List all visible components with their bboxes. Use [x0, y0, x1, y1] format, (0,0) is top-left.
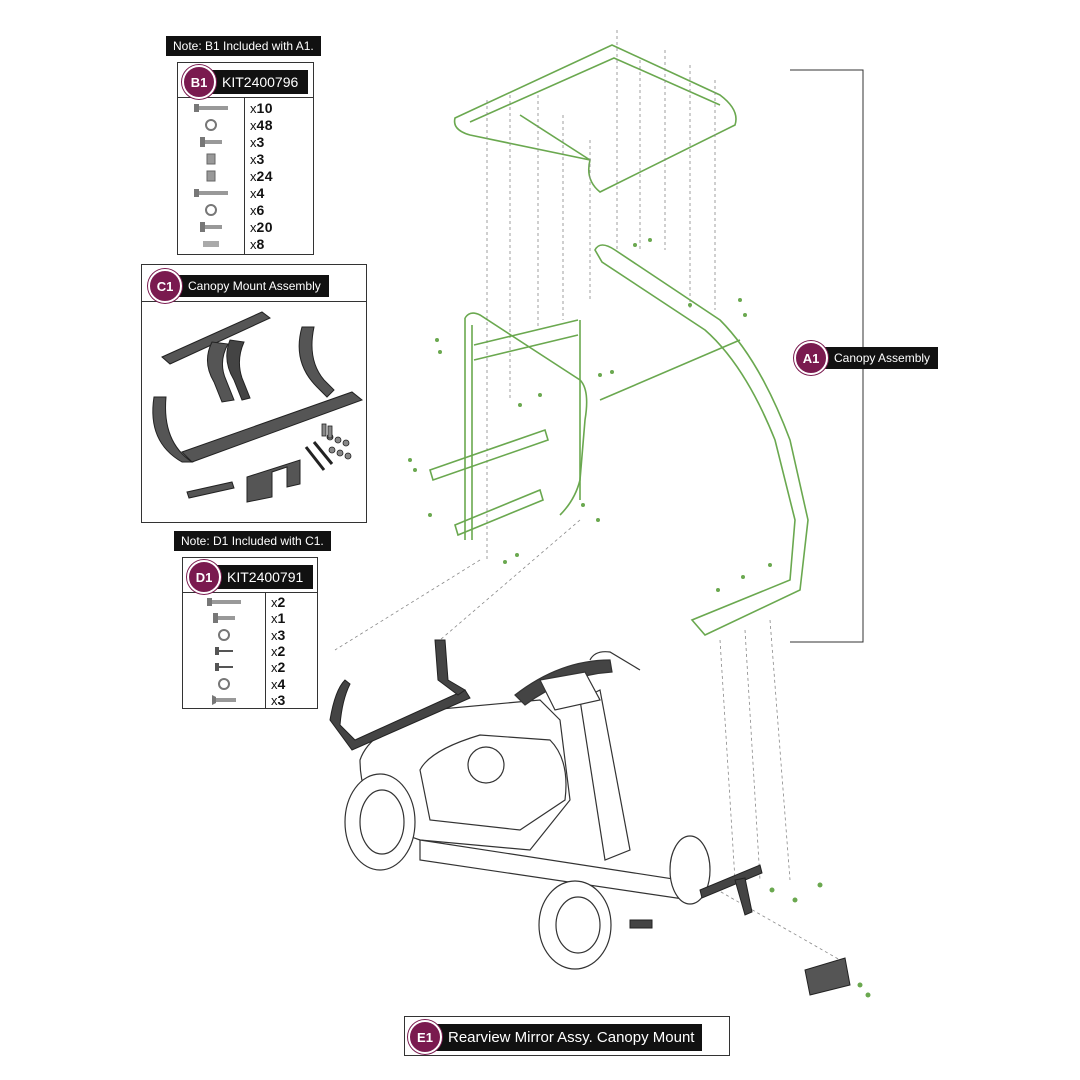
hardware-row: x6 — [178, 201, 313, 218]
mount-plate-small — [186, 481, 235, 499]
washer-icon — [183, 677, 265, 690]
hardware-row: x2 — [183, 659, 317, 675]
kit-d1-callout: D1 KIT2400791 — [187, 560, 314, 594]
hardware-row: x8 — [178, 235, 313, 252]
rearview-mirror-callout: E1 Rearview Mirror Assy. Canopy Mount — [408, 1020, 703, 1054]
kit-c1-badge: C1 — [148, 269, 182, 303]
hardware-row: x10 — [178, 99, 313, 116]
hardware-quantity: x6 — [250, 201, 265, 218]
hardware-quantity: x4 — [250, 184, 265, 201]
hardware-quantity: x10 — [250, 99, 274, 116]
canopy-assembly-label: Canopy Assembly — [822, 347, 939, 369]
hardware-quantity: x4 — [271, 675, 286, 692]
hardware-quantity: x1 — [271, 610, 286, 627]
d1-note: Note: D1 Included with C1. — [174, 531, 331, 551]
long-bolt-icon — [183, 598, 265, 607]
hardware-row: x1 — [183, 610, 317, 626]
rearview-mirror-badge: E1 — [408, 1020, 442, 1054]
mount-top-bar — [161, 311, 271, 365]
b1-note: Note: B1 Included with A1. — [166, 36, 321, 56]
canopy-assembly-callout: A1 Canopy Assembly — [794, 341, 939, 375]
long-bolt-icon — [178, 188, 244, 197]
hardware-row: x3 — [178, 133, 313, 150]
scooter-tiller — [514, 651, 641, 711]
kit-d1-badge: D1 — [187, 560, 221, 594]
bolt-icon — [178, 221, 244, 232]
mount-right-upright — [298, 326, 335, 398]
hardware-row: x3 — [183, 692, 317, 708]
hardware-quantity: x20 — [250, 218, 274, 235]
kit-b1-badge: B1 — [182, 65, 216, 99]
kit-d1-part-number: KIT2400791 — [215, 565, 314, 589]
canopy-mount-assembly-frame: C1 Canopy Mount Assembly — [141, 264, 367, 523]
hardware-quantity: x24 — [250, 167, 274, 184]
hardware-quantity: x2 — [271, 642, 286, 659]
hardware-quantity: x3 — [271, 626, 286, 643]
canopy-mount-drawing — [152, 311, 364, 503]
hardware-quantity: x3 — [250, 150, 265, 167]
kit-b1-callout: B1 KIT2400796 — [182, 65, 309, 99]
canopy-roof — [453, 44, 737, 193]
kit-c1-label: Canopy Mount Assembly — [176, 275, 329, 297]
nut-icon — [178, 153, 244, 165]
washer-icon — [178, 118, 244, 131]
hardware-quantity: x3 — [250, 133, 265, 150]
hardware-row: x24 — [178, 167, 313, 184]
screw-icon — [183, 663, 265, 672]
long-bolt-icon — [178, 103, 244, 112]
spacer-icon — [178, 240, 244, 248]
mount-c-bracket — [207, 341, 235, 403]
mount-hardware — [304, 423, 352, 471]
hardware-quantity: x2 — [271, 659, 286, 676]
washer-icon — [178, 203, 244, 216]
canopy-assembly-badge: A1 — [794, 341, 828, 375]
hardware-quantity: x8 — [250, 235, 265, 252]
kit-c1-callout: C1 Canopy Mount Assembly — [148, 269, 329, 303]
hardware-row: x2 — [183, 594, 317, 610]
washer-icon — [183, 628, 265, 641]
mount-left-arm — [152, 396, 194, 463]
scooter-wheels — [344, 773, 711, 970]
screw-icon — [183, 646, 265, 655]
hardware-row: x48 — [178, 116, 313, 133]
mount-bracket-plate — [246, 459, 301, 503]
mount-base-rail — [181, 391, 364, 463]
kit-b1-part-number: KIT2400796 — [210, 70, 309, 94]
hardware-quantity: x2 — [271, 594, 286, 611]
mirror-mount-hardware — [769, 882, 871, 998]
assembly-dashed-lines — [334, 30, 841, 961]
hardware-row: x4 — [183, 675, 317, 692]
canopy-hardware — [408, 238, 772, 592]
hardware-row: x3 — [183, 627, 317, 643]
hardware-row: x4 — [178, 184, 313, 201]
canopy-frame — [429, 244, 809, 636]
hardware-quantity: x3 — [271, 691, 286, 708]
hardware-row: x2 — [183, 643, 317, 659]
hardware-row: x3 — [178, 150, 313, 167]
rear-canopy-bracket — [329, 639, 471, 751]
rearview-mirror-label: Rearview Mirror Assy. Canopy Mount — [436, 1023, 703, 1051]
bolt-icon — [178, 136, 244, 147]
rearview-mirror-mount — [629, 864, 851, 996]
hardware-row: x20 — [178, 218, 313, 235]
hardware-quantity: x48 — [250, 116, 274, 133]
flat-head-bolt-icon — [183, 694, 265, 705]
bolt-icon — [183, 613, 265, 624]
nut-icon — [178, 170, 244, 182]
